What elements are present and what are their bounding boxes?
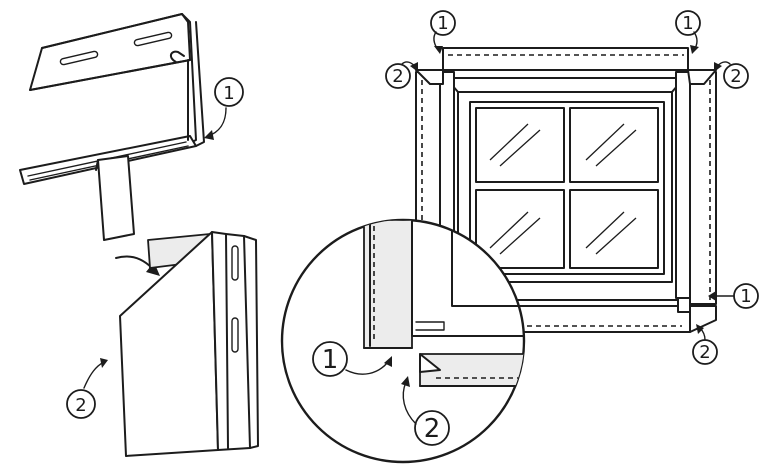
window-illustration: 1 2 1 2 1 2 — [385, 10, 759, 365]
callout-left-1: 1 — [204, 77, 244, 140]
callout-tr: 1 2 — [675, 10, 749, 89]
callout-br: 1 2 — [692, 283, 759, 365]
detail-magnifier: 1 2 — [280, 218, 526, 464]
callout-detail-2: 2 — [401, 376, 450, 446]
vertical-j-channel — [119, 231, 259, 457]
callout-detail-1-label: 1 — [322, 345, 339, 375]
corner-joints — [415, 69, 717, 333]
callout-left-2-label: 2 — [75, 395, 86, 416]
left-illustration: 1 2 — [19, 13, 259, 457]
callout-left-1-label: 1 — [223, 83, 234, 104]
callout-tl-1-label: 1 — [437, 13, 448, 34]
callout-tl: 1 2 — [385, 10, 456, 89]
hanging-tab — [95, 155, 135, 241]
callout-left-2: 2 — [66, 358, 108, 419]
window-panes — [469, 101, 665, 275]
callout-br-1-label: 1 — [740, 286, 751, 307]
callout-br-2-label: 2 — [699, 342, 710, 363]
callout-tr-1-label: 1 — [682, 13, 693, 34]
callout-detail-2-label: 2 — [424, 414, 441, 444]
callout-detail-1: 1 — [312, 341, 392, 377]
callout-tl-2-label: 2 — [392, 66, 403, 87]
callout-tr-2-label: 2 — [730, 66, 741, 87]
